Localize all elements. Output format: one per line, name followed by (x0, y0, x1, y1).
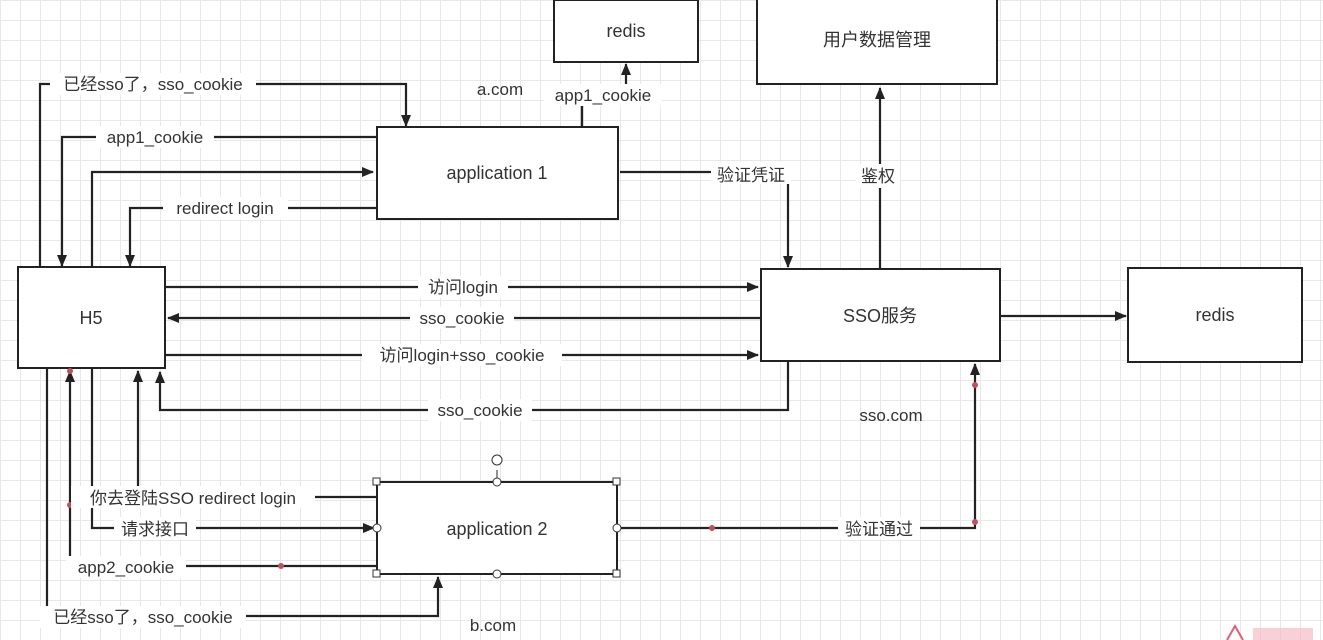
edge-h5-to-app2-request[interactable] (90, 369, 375, 533)
node-redis-right[interactable]: redis (1127, 267, 1303, 363)
node-user-data[interactable]: 用户数据管理 (756, 0, 998, 85)
label-h5-to-app2-sso-cookie: 已经sso了，sso_cookie (53, 608, 233, 627)
label-h5-to-app2-request: 请求接口 (121, 520, 189, 539)
watermark-logo (1223, 618, 1323, 640)
node-app2-label: application 2 (446, 519, 547, 539)
label-sso-to-user-auth: 鉴权 (861, 167, 895, 186)
edge-app1-to-h5-redirect[interactable] (125, 206, 376, 267)
label-h5-to-sso-login: 访问login (428, 278, 498, 297)
node-app1-label: application 1 (446, 163, 547, 183)
label-sso-to-h5-cookie: sso_cookie (419, 309, 504, 328)
connect-point-right[interactable] (612, 523, 622, 533)
connect-point-left[interactable] (372, 523, 382, 533)
node-user-data-label: 用户数据管理 (823, 30, 931, 50)
connect-point-bottom[interactable] (492, 569, 502, 579)
label-app1-to-sso-verify: 验证凭证 (717, 166, 785, 185)
node-redis-top[interactable]: redis (553, 0, 699, 63)
label-app2-to-h5-cookie: app2_cookie (78, 558, 174, 577)
node-sso[interactable]: SSO服务 (760, 268, 1001, 362)
domain-sso: sso.com (859, 406, 922, 425)
node-h5[interactable]: H5 (17, 266, 166, 369)
domain-b: b.com (470, 616, 516, 635)
node-sso-label: SSO服务 (843, 306, 917, 326)
edge-labels: app1_cookie 已经sso了，sso_cookie app1_cooki… (40, 73, 920, 628)
rotate-handle[interactable] (491, 454, 503, 466)
edge-app2-to-h5-redirect[interactable] (133, 370, 376, 499)
resize-handle-sw[interactable] (372, 569, 381, 578)
label-app1-to-redis: app1_cookie (555, 86, 651, 105)
resize-handle-se[interactable] (612, 569, 621, 578)
edge-app1-to-h5-cookie[interactable] (57, 135, 376, 267)
domain-a: a.com (477, 80, 523, 99)
node-app1[interactable]: application 1 (376, 126, 619, 220)
label-app1-to-h5-cookie: app1_cookie (107, 128, 203, 147)
connect-point-top[interactable] (492, 477, 502, 487)
edge-app1-to-sso-verify[interactable] (620, 170, 793, 268)
edge-h5-to-app1-sso-cookie[interactable] (38, 82, 411, 267)
node-app2[interactable]: application 2 (376, 481, 618, 575)
label-sso-to-h5-cookie2: sso_cookie (437, 401, 522, 420)
label-h5-to-sso-login-cookie: 访问login+sso_cookie (380, 346, 545, 365)
node-redis-right-label: redis (1195, 305, 1234, 325)
edge-h5-to-app1[interactable] (90, 167, 374, 267)
label-app2-to-sso-verified: 验证通过 (845, 520, 913, 539)
edge-app2-to-sso-verified[interactable] (619, 363, 980, 530)
node-h5-label: H5 (79, 308, 102, 328)
resize-handle-ne[interactable] (612, 477, 621, 486)
label-h5-to-app1-sso-cookie: 已经sso了，sso_cookie (63, 75, 243, 94)
resize-handle-nw[interactable] (372, 477, 381, 486)
label-app1-to-h5-redirect: redirect login (176, 199, 273, 218)
domain-labels: a.com sso.com b.com (470, 80, 923, 635)
label-app2-to-h5-redirect: 你去登陆SSO redirect login (90, 489, 296, 508)
node-redis-top-label: redis (606, 21, 645, 41)
